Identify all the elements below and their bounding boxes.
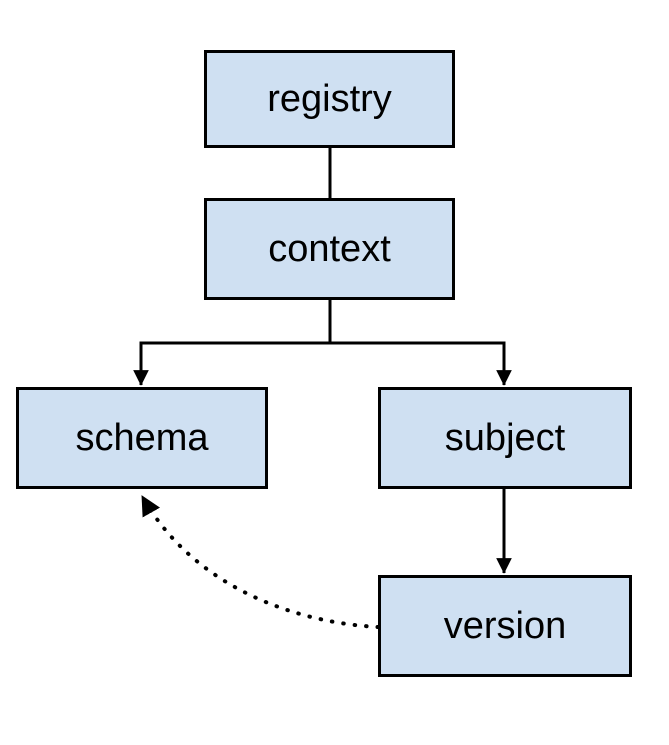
edge-context-to-schema: [133, 300, 332, 386]
node-version-label: version: [443, 605, 567, 647]
node-schema-label: schema: [75, 417, 209, 459]
node-version[interactable]: version: [378, 575, 632, 677]
node-context-label: context: [268, 228, 391, 270]
edge-version-to-schema-dotted: [140, 494, 380, 629]
node-registry-label: registry: [267, 78, 392, 120]
edge-context-to-subject: [328, 300, 512, 386]
node-subject-label: subject: [444, 417, 566, 459]
node-context[interactable]: context: [204, 198, 455, 300]
node-schema[interactable]: schema: [16, 387, 268, 489]
node-subject[interactable]: subject: [378, 387, 632, 489]
node-registry[interactable]: registry: [204, 50, 455, 148]
